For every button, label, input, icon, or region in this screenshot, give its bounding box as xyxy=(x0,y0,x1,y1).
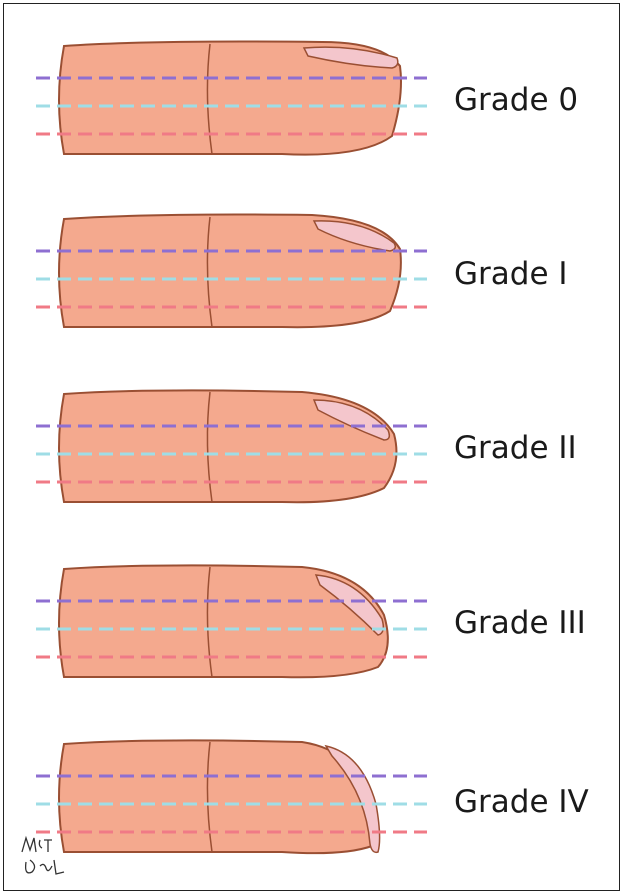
finger-illustration xyxy=(32,734,432,860)
finger-grade-0 xyxy=(32,36,432,162)
finger-grade-3 xyxy=(32,559,432,685)
finger-grade-1 xyxy=(32,209,432,335)
grade-label-2: Grade II xyxy=(454,428,614,468)
artist-signature-icon xyxy=(18,832,68,882)
finger-illustration xyxy=(32,209,432,335)
figure-frame: Grade 0 Grade I Grade II xyxy=(3,3,620,891)
finger-illustration xyxy=(32,559,432,685)
grade-label-3: Grade III xyxy=(454,603,614,643)
finger-body xyxy=(59,740,375,853)
finger-grade-2 xyxy=(32,384,432,510)
finger-illustration xyxy=(32,384,432,510)
grade-label-0: Grade 0 xyxy=(454,80,614,120)
finger-illustration xyxy=(32,36,432,162)
grade-label-1: Grade I xyxy=(454,254,614,294)
finger-grade-4 xyxy=(32,734,432,860)
grade-label-4: Grade IV xyxy=(454,782,614,822)
